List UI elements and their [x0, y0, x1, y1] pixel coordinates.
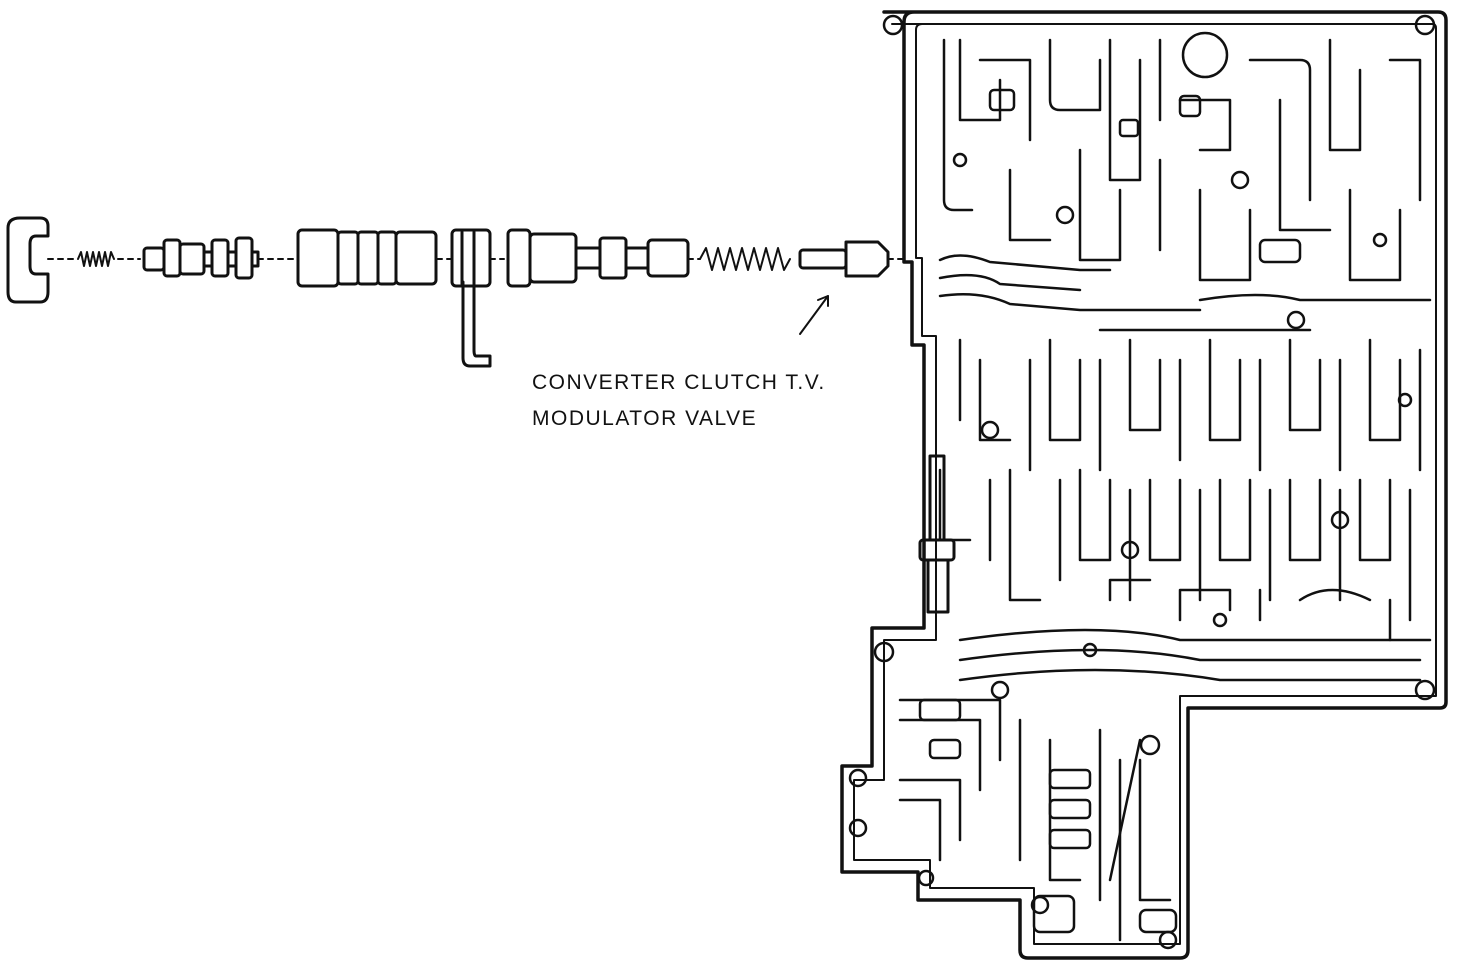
converter-clutch-valve: [506, 228, 690, 288]
mounting-holes: [848, 14, 1436, 950]
callout-arrow: [799, 295, 829, 335]
modulator-spring: [699, 247, 791, 271]
exploded-valve-train: [6, 216, 906, 368]
fluid-passages-upper: [942, 38, 1422, 282]
callout-label-line2: MODULATOR VALVE: [532, 407, 758, 430]
small-spool-valve: [142, 236, 260, 280]
retaining-sleeve: [450, 228, 492, 288]
fluid-passages-lower: [898, 578, 1432, 942]
fluid-passages-middle: [938, 254, 1432, 622]
tv-modulator-valve: [798, 240, 890, 278]
valve-body-outline: [840, 10, 1448, 960]
retainer-clip: [6, 216, 50, 304]
retaining-pin: [461, 280, 492, 368]
valve-stem: [918, 454, 956, 614]
small-spring: [77, 251, 115, 267]
callout-label-line1: CONVERTER CLUTCH T.V.: [532, 371, 826, 394]
valve-bushing: [296, 228, 438, 288]
valve-body-casting: [840, 10, 1448, 960]
